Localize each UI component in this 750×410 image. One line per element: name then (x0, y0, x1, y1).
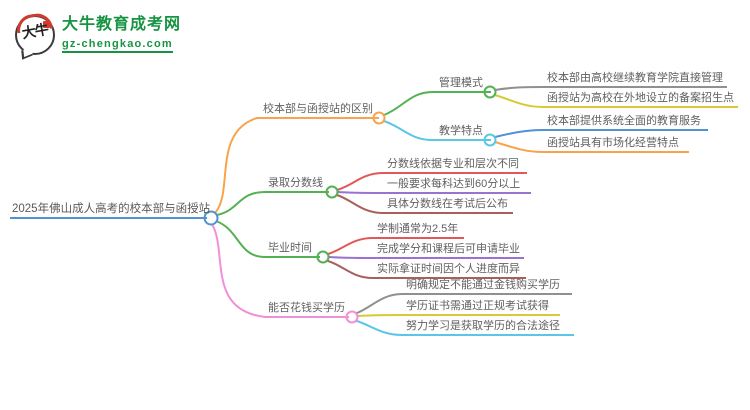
branch-campus-vs-station[interactable]: 校本部与函授站的区别 (257, 102, 379, 119)
subtopic-label: 管理模式 (439, 77, 483, 89)
leaf-label: 分数线依据专业和层次不同 (387, 158, 519, 170)
leaf-label: 明确规定不能通过金钱购买学历 (406, 279, 560, 291)
branch-label: 毕业时间 (268, 242, 312, 254)
branch-graduation-time[interactable]: 毕业时间 (265, 241, 320, 258)
leaf-label: 函授站具有市场化经营特点 (547, 137, 679, 149)
subtopic-teaching-features[interactable]: 教学特点 (433, 124, 491, 141)
leaf-campus-full-service[interactable]: 校本部提供系统全面的教育服务 (543, 114, 708, 131)
leaf-label: 具体分数线在考试后公布 (387, 198, 508, 210)
leaf-score-published-after-exam[interactable]: 具体分数线在考试后公布 (383, 197, 513, 214)
root-topic-label: 2025年佛山成人高考的校本部与函授站 (12, 203, 211, 215)
leaf-study-is-legal-way[interactable]: 努力学习是获取学历的合法途径 (402, 319, 574, 336)
leaf-label: 校本部由高校继续教育学院直接管理 (547, 72, 723, 84)
leaf-campus-managed-directly[interactable]: 校本部由高校继续教育学院直接管理 (543, 71, 727, 88)
leaf-score-60-required[interactable]: 一般要求每科达到60分以上 (383, 177, 531, 194)
leaf-exam-required[interactable]: 学历证书需通过正规考试获得 (402, 299, 560, 316)
leaf-label: 学历证书需通过正规考试获得 (406, 300, 549, 312)
branch-buy-diploma[interactable]: 能否花钱买学历 (265, 301, 349, 318)
branch-admission-score[interactable]: 录取分数线 (265, 176, 329, 193)
logo-text-block: 大牛教育成考网 gz-chengkao.com (62, 15, 181, 53)
logo-red-seal (43, 21, 50, 28)
branch-label: 录取分数线 (268, 177, 323, 189)
leaf-score-varies[interactable]: 分数线依据专业和层次不同 (383, 157, 527, 174)
leaf-label: 学制通常为2.5年 (377, 223, 459, 235)
subtopic-management-mode[interactable]: 管理模式 (433, 76, 491, 93)
leaf-program-length[interactable]: 学制通常为2.5年 (373, 222, 464, 239)
leaf-actual-time-varies[interactable]: 实际拿证时间因个人进度而异 (373, 262, 526, 279)
site-domain: gz-chengkao.com (62, 38, 173, 53)
leaf-label: 函授站为高校在外地设立的备案招生点 (547, 92, 734, 104)
leaf-label: 校本部提供系统全面的教育服务 (547, 115, 701, 127)
site-name: 大牛教育成考网 (62, 16, 182, 33)
leaf-label: 努力学习是获取学历的合法途径 (406, 320, 560, 332)
leaf-station-market-oriented[interactable]: 函授站具有市场化经营特点 (543, 136, 689, 153)
root-topic[interactable]: 2025年佛山成人高考的校本部与函授站 (10, 202, 211, 219)
leaf-label: 一般要求每科达到60分以上 (387, 178, 521, 190)
leaf-label: 完成学分和课程后可申请毕业 (377, 243, 520, 255)
branch-label: 能否花钱买学历 (268, 302, 345, 314)
branch-label: 校本部与函授站的区别 (263, 103, 373, 115)
subtopic-label: 教学特点 (439, 125, 483, 137)
logo-bubble-icon: 大牛 (14, 11, 55, 60)
leaf-label: 实际拿证时间因个人进度而异 (377, 263, 520, 275)
leaf-station-registered-site[interactable]: 函授站为高校在外地设立的备案招生点 (543, 91, 738, 108)
leaf-cannot-buy-with-money[interactable]: 明确规定不能通过金钱购买学历 (402, 278, 572, 295)
leaf-apply-after-credits[interactable]: 完成学分和课程后可申请毕业 (373, 242, 524, 259)
site-logo[interactable]: 大牛 大牛教育成考网 gz-chengkao.com (14, 11, 181, 60)
